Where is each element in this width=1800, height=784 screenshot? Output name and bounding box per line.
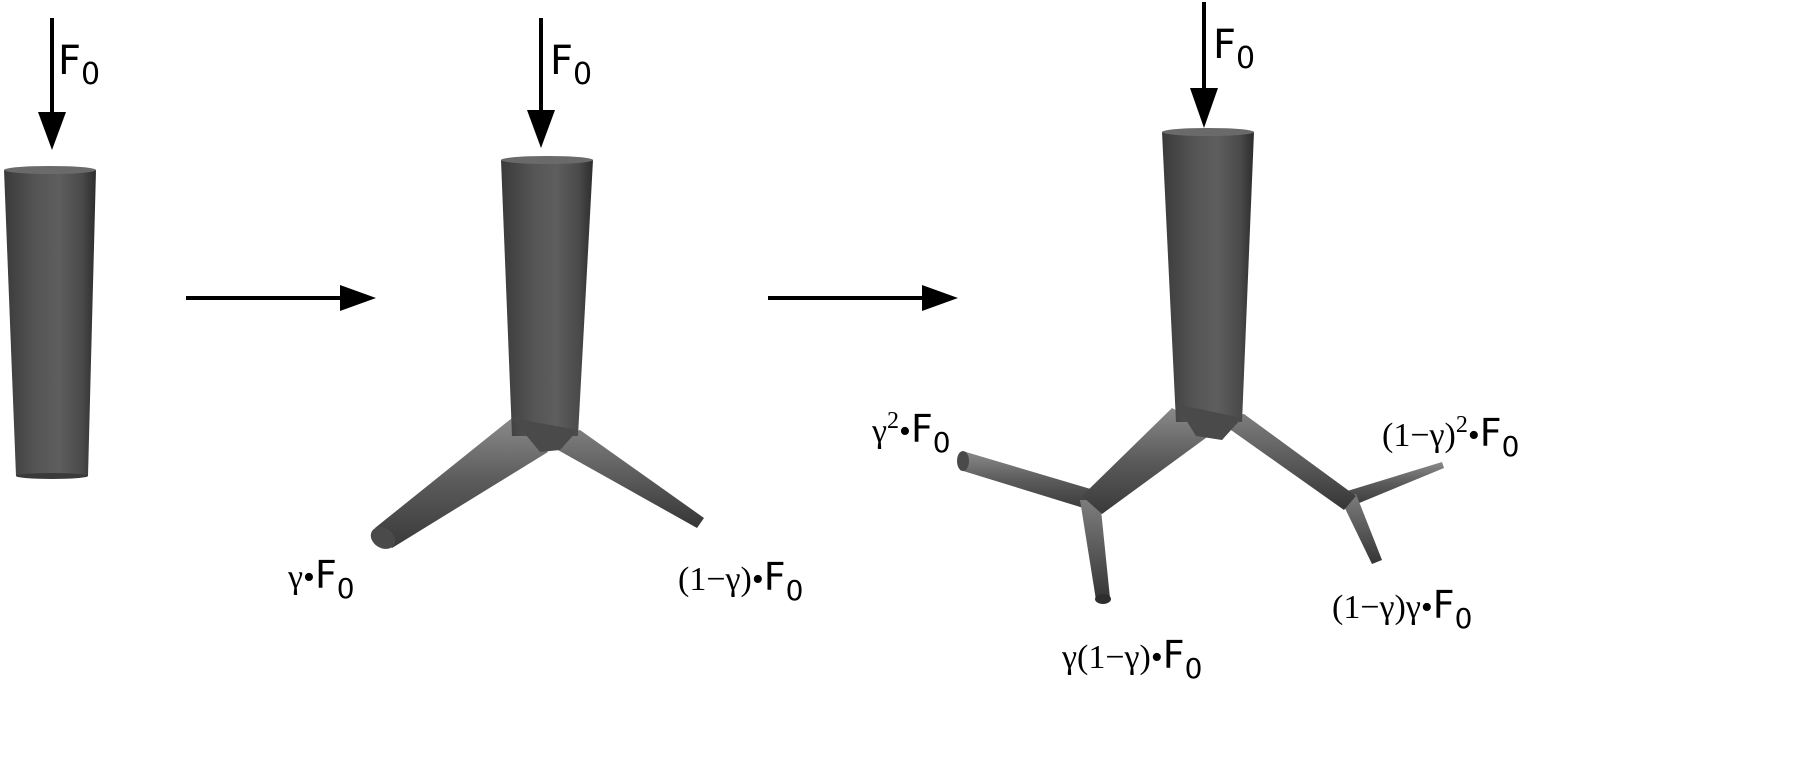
- trunk-stage-1: [4, 166, 96, 479]
- branch-label-right-top-stage-3: (1−γ)2•F0: [1382, 411, 1519, 463]
- branch-label-left-bottom-stage-3: γ(1−γ)•F0: [1061, 633, 1202, 685]
- branch-label-left-stage-2: γ•F0: [287, 553, 355, 605]
- force-arrow-stage-1: [38, 18, 66, 150]
- force-label-stage-3: F0: [1213, 22, 1255, 76]
- stage-2: F0 γ•F0 (1−γ)•F0: [287, 18, 803, 607]
- stage-3: F0 γ2•F0 γ(1−γ)•F0 (1−γ)2•F0 (1−γ)γ•F0: [871, 2, 1519, 685]
- force-arrow-stage-3: [1190, 2, 1218, 128]
- transition-arrow-1: [186, 285, 376, 311]
- force-label-stage-1: F0: [58, 38, 100, 92]
- branch-label-left-top-stage-3: γ2•F0: [871, 407, 951, 459]
- force-arrow-stage-2: [527, 18, 555, 148]
- transition-arrow-2: [768, 285, 958, 311]
- tree-stage-3: [957, 128, 1444, 604]
- force-label-stage-2: F0: [550, 38, 592, 92]
- branch-label-right-bottom-stage-3: (1−γ)γ•F0: [1332, 583, 1472, 635]
- trunk-stage-2: [370, 156, 704, 549]
- stage-1: F0: [4, 18, 100, 479]
- branch-label-right-stage-2: (1−γ)•F0: [678, 555, 803, 607]
